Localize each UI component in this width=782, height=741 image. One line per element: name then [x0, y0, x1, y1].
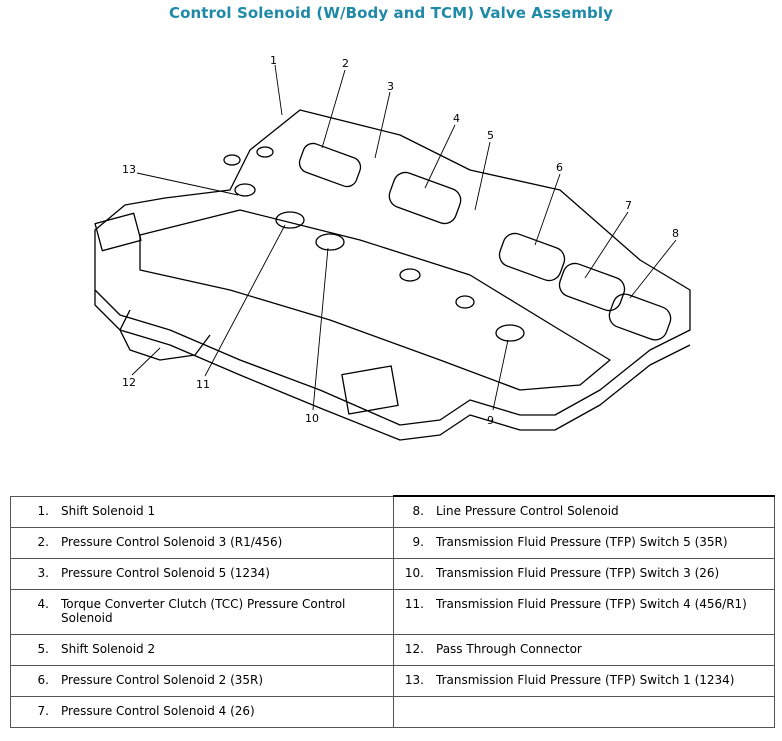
legend-row: 4. Torque Converter Clutch (TCC) Pressure…	[10, 589, 775, 635]
legend-text: Line Pressure Control Solenoid	[436, 504, 619, 518]
legend-cell: 5. Shift Solenoid 2	[10, 634, 394, 666]
callout-labels: 1 2 3 4 5 6 7 8 9 10 11 12 13	[122, 54, 679, 427]
legend-number: 1.	[37, 503, 49, 518]
legend-row: 3. Pressure Control Solenoid 5 (1234) 10.…	[10, 558, 775, 590]
callout-7: 7	[625, 199, 632, 212]
legend-text: Transmission Fluid Pressure (TFP) Switch…	[436, 566, 720, 580]
separator-plate	[139, 209, 611, 391]
legend-number: 9.	[412, 535, 424, 549]
legend-number: 6.	[37, 673, 49, 687]
left-connector	[94, 212, 142, 252]
page-title: Control Solenoid (W/Body and TCM) Valve …	[168, 4, 614, 22]
legend-cell: 1. Shift Solenoid 1	[10, 495, 394, 528]
legend-cell: 3. Pressure Control Solenoid 5 (1234)	[10, 558, 394, 590]
callout-3: 3	[387, 80, 394, 93]
legend-text: Shift Solenoid 2	[61, 642, 156, 656]
legend-row: 1. Shift Solenoid 1 8. Line Pressure Contr…	[10, 495, 775, 528]
legend-row: 7. Pressure Control Solenoid 4 (26)	[10, 696, 775, 728]
legend-cell: 8. Line Pressure Control Solenoid	[393, 495, 775, 528]
callout-2: 2	[342, 57, 349, 70]
legend-number: 8.	[412, 504, 424, 518]
legend-text: Pressure Control Solenoid 4 (26)	[61, 704, 255, 718]
callout-1: 1	[270, 54, 277, 67]
solenoid-barrels	[298, 142, 672, 341]
pass-through-connector	[119, 309, 211, 361]
legend-text: Pressure Control Solenoid 5 (1234)	[61, 566, 270, 580]
legend-cell: 4. Torque Converter Clutch (TCC) Pressure…	[10, 589, 394, 635]
legend-text: Transmission Fluid Pressure (TFP) Switch…	[436, 673, 735, 687]
legend-number: 3.	[37, 566, 49, 580]
front-connector	[341, 365, 399, 415]
legend-cell: 10. Transmission Fluid Pressure (TFP) Swi…	[393, 558, 775, 590]
callout-4: 4	[453, 112, 460, 125]
legend-cell: 11. Transmission Fluid Pressure (TFP) Swi…	[393, 589, 775, 635]
legend-row: 5. Shift Solenoid 2 12. Pass Through Conne…	[10, 634, 775, 666]
legend-cell: 9. Transmission Fluid Pressure (TFP) Swit…	[393, 527, 775, 559]
leader-lines	[131, 64, 677, 411]
legend-text: Torque Converter Clutch (TCC) Pressure C…	[61, 597, 346, 625]
callout-6: 6	[556, 161, 563, 174]
legend-cell	[393, 696, 775, 728]
legend-number: 10.	[404, 566, 424, 580]
callout-8: 8	[672, 227, 679, 240]
legend-text: Transmission Fluid Pressure (TFP) Switch…	[436, 535, 728, 549]
legend-cell: 7. Pressure Control Solenoid 4 (26)	[10, 696, 394, 728]
legend-cell: 6. Pressure Control Solenoid 2 (35R)	[10, 665, 394, 697]
legend-number: 2.	[37, 535, 49, 549]
legend-number: 5.	[37, 642, 49, 656]
callout-5: 5	[487, 129, 494, 142]
legend-row: 6. Pressure Control Solenoid 2 (35R) 13. T…	[10, 665, 775, 697]
callout-10: 10	[305, 412, 319, 425]
legend-number: 4.	[37, 597, 49, 611]
lower-housing	[94, 290, 691, 441]
legend-row: 2. Pressure Control Solenoid 3 (R1/456) 9…	[10, 527, 775, 559]
callout-9: 9	[487, 414, 494, 427]
legend-number: 12.	[404, 642, 424, 656]
legend-number: 13.	[404, 673, 424, 687]
valve-assembly-illustration: 1 2 3 4 5 6 7 8 9 10 11 12 13	[94, 54, 691, 441]
legend-table: 1. Shift Solenoid 1 8. Line Pressure Contr…	[10, 495, 775, 728]
legend-cell: 13. Transmission Fluid Pressure (TFP) Swi…	[393, 665, 775, 697]
legend-text: Pass Through Connector	[436, 642, 582, 656]
callout-11: 11	[196, 378, 210, 391]
callout-12: 12	[122, 376, 136, 389]
legend-text: Transmission Fluid Pressure (TFP) Switch…	[436, 597, 747, 611]
legend-number: 7.	[37, 704, 49, 718]
port-rings	[223, 146, 525, 342]
legend-text: Pressure Control Solenoid 3 (R1/456)	[61, 535, 283, 549]
legend-number: 11.	[404, 597, 424, 611]
callout-13: 13	[122, 163, 136, 176]
valve-body-outline	[94, 109, 691, 426]
legend-cell: 2. Pressure Control Solenoid 3 (R1/456)	[10, 527, 394, 559]
legend-text: Shift Solenoid 1	[61, 503, 156, 518]
legend-cell: 12. Pass Through Connector	[393, 634, 775, 666]
legend-text: Pressure Control Solenoid 2 (35R)	[61, 673, 264, 687]
